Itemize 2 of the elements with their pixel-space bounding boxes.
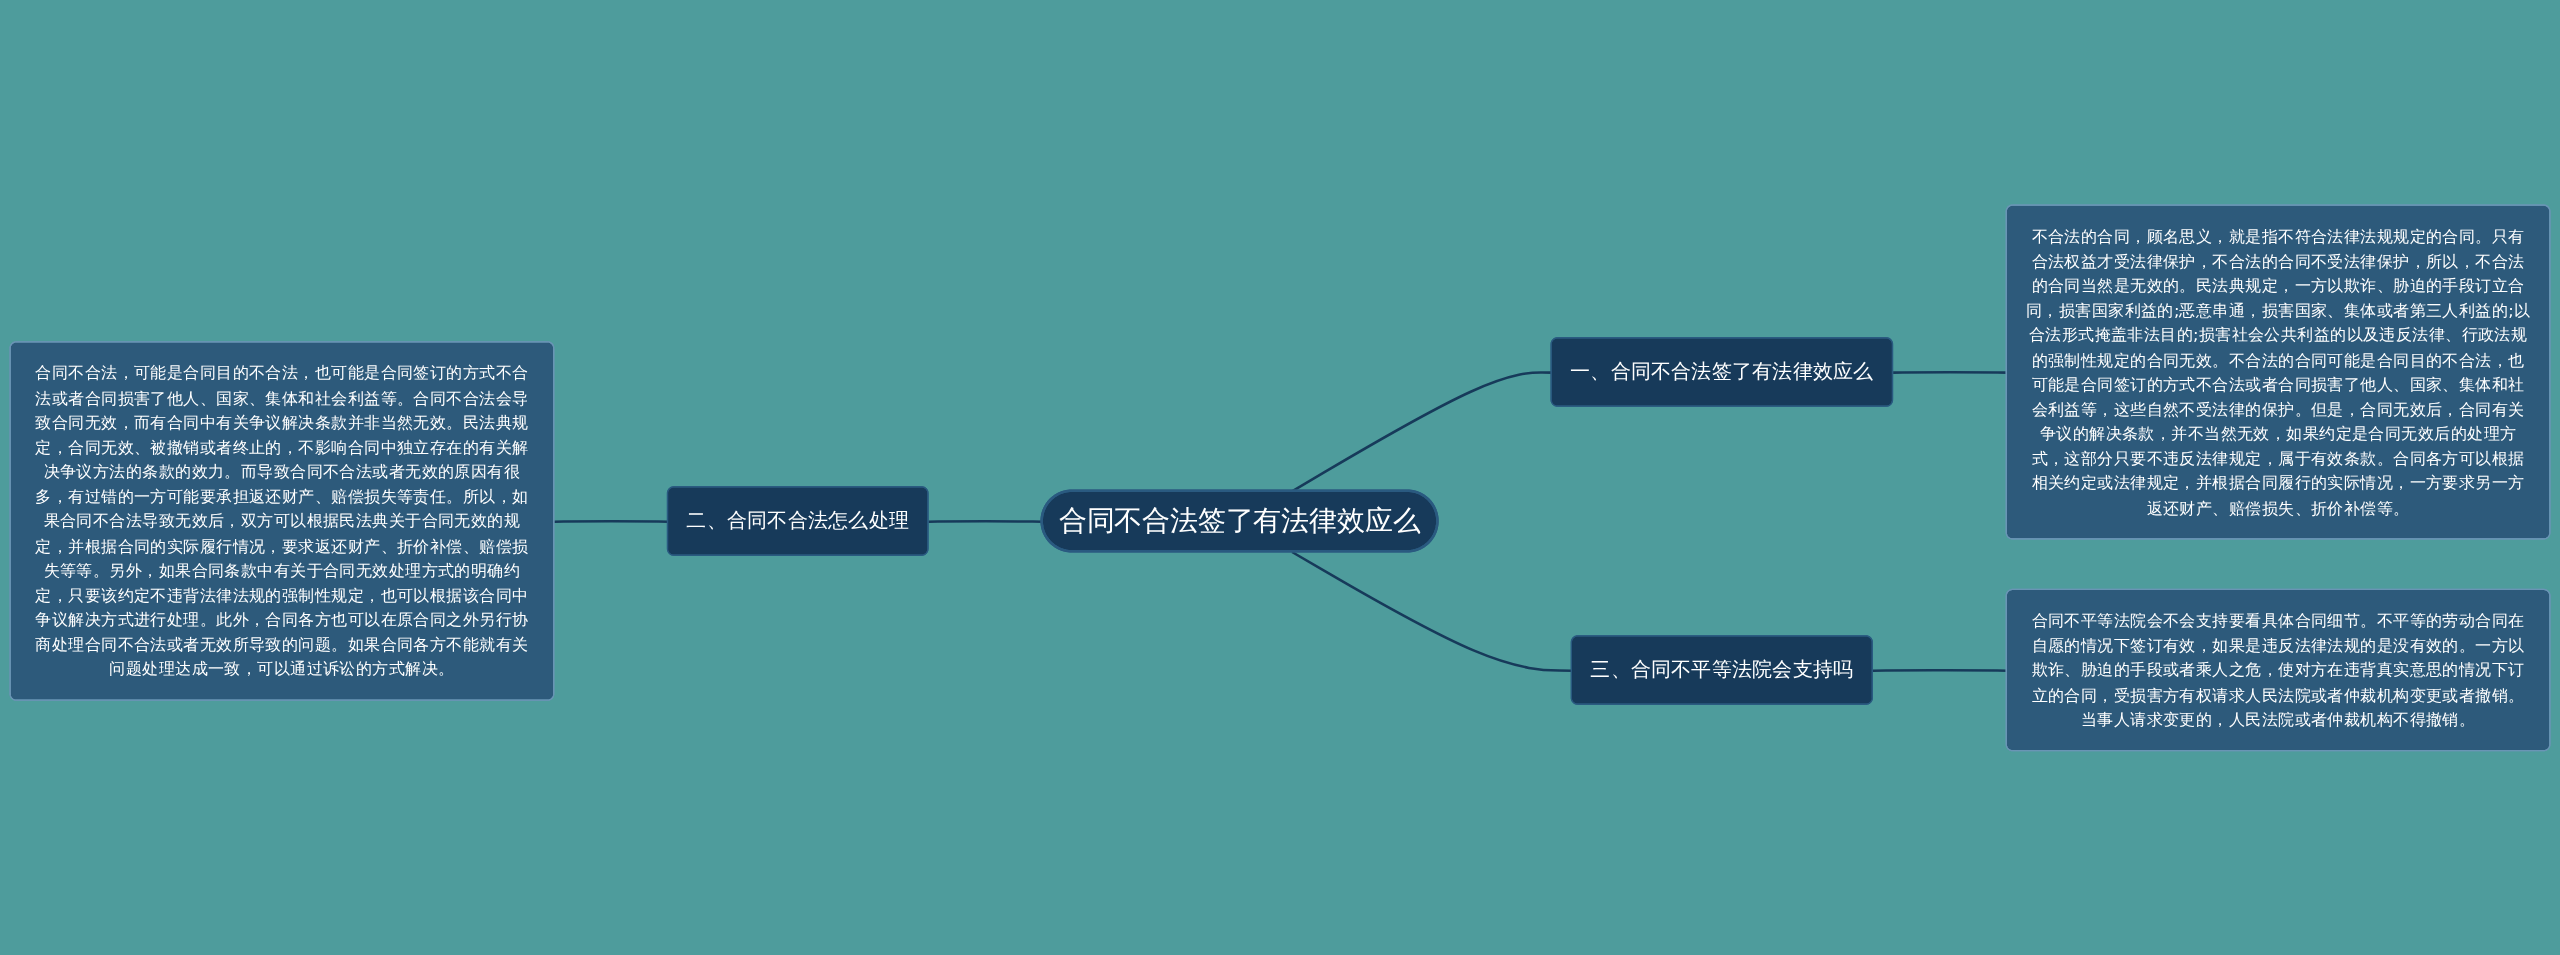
connector	[1893, 370, 2007, 374]
connector	[1872, 668, 2007, 672]
